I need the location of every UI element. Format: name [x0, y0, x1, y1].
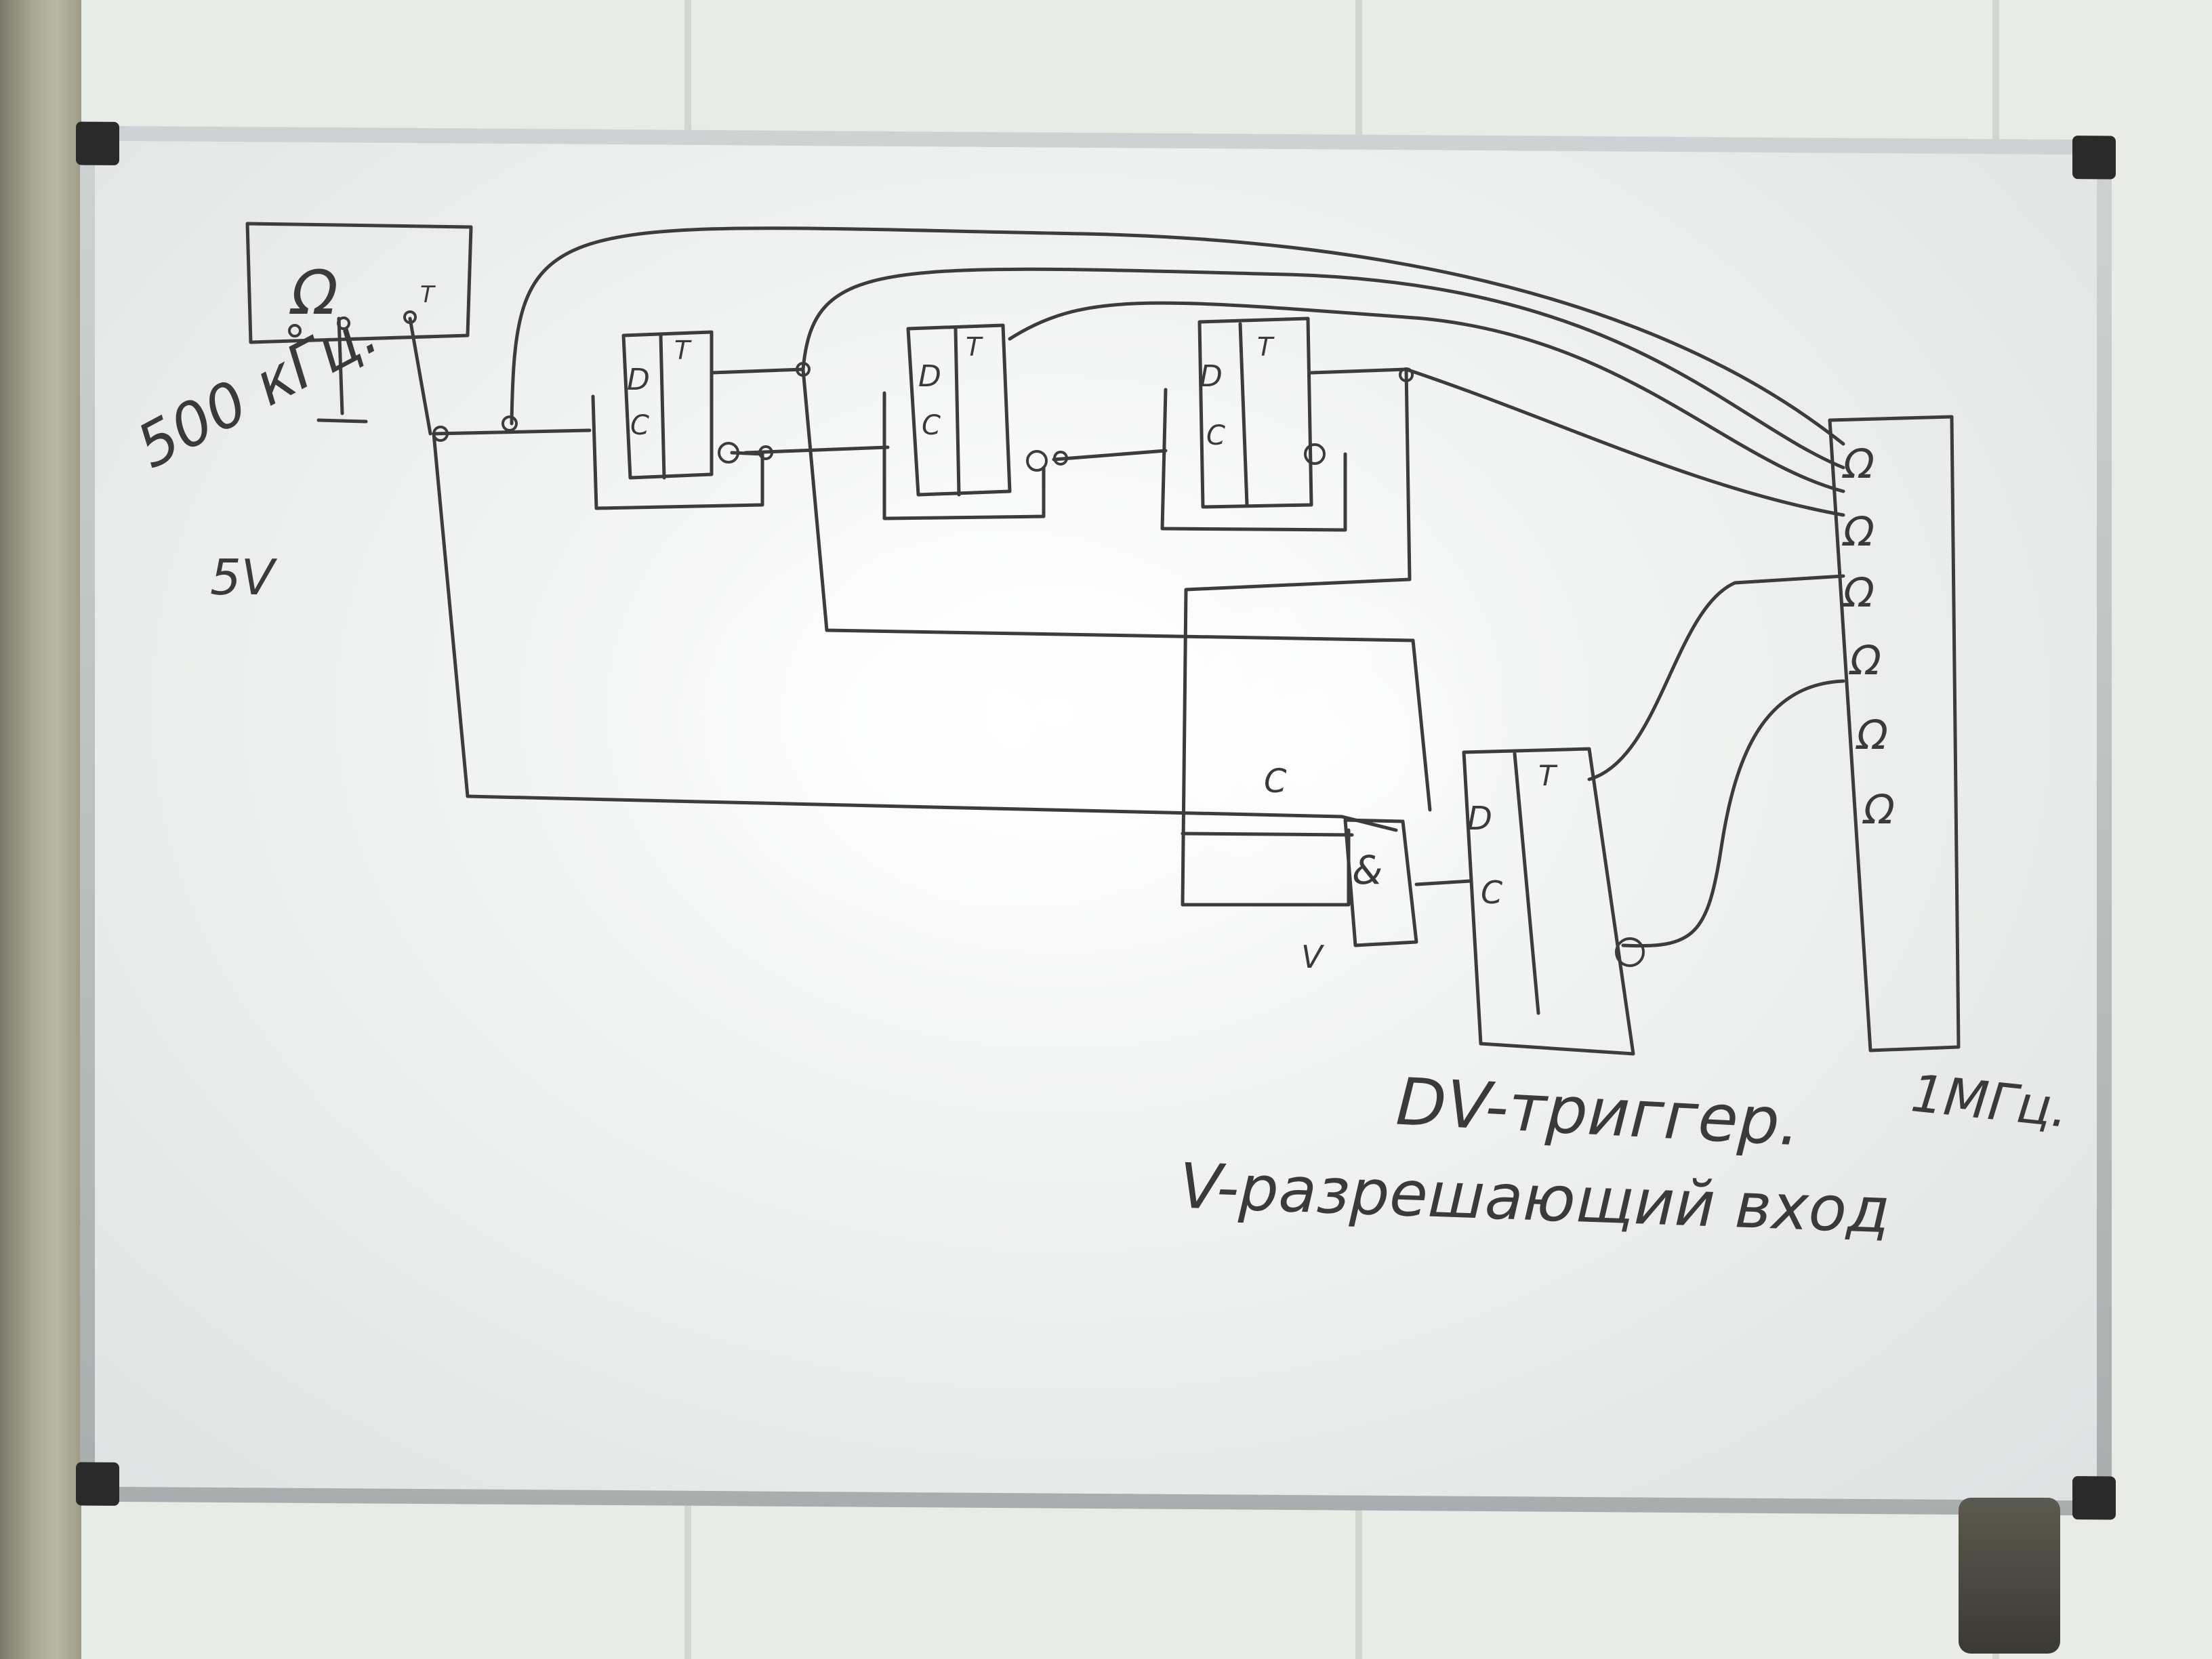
flipflop-1-t-label: T	[674, 335, 691, 365]
dv-trigger-c-label: C	[1481, 874, 1503, 911]
flipflop-1-d-label: D	[627, 363, 650, 397]
scope-channel-symbol: Ω	[1857, 712, 1888, 759]
and-gate-c-label: C	[1264, 762, 1287, 800]
and-gate-box	[1343, 818, 1418, 947]
flipflop-1-box	[621, 330, 714, 480]
generator-box	[245, 222, 473, 344]
dv-trigger-box	[1462, 747, 1635, 1056]
flipflop-2-box	[906, 323, 1012, 497]
flipflop-3-d-label: D	[1200, 359, 1223, 394]
flipflop-3-box	[1197, 316, 1313, 509]
generator-output-label: T	[420, 281, 434, 308]
scope-box	[1828, 415, 1961, 1052]
flipflop-1-c-label: C	[630, 410, 649, 441]
flipflop-2-t-label: T	[966, 332, 982, 362]
flipflop-2-c-label: C	[922, 410, 941, 441]
scope-channel-symbol: Ω	[1864, 786, 1895, 834]
generator-symbol: Ω	[291, 258, 338, 329]
scope-channel-symbol: Ω	[1843, 441, 1875, 488]
dv-trigger-t-label: T	[1538, 759, 1556, 792]
dv-trigger-d-label: D	[1467, 800, 1492, 838]
flipflop-2-d-label: D	[918, 359, 941, 394]
marker-tray-clip	[1959, 1498, 2060, 1654]
scope-channel-symbol: Ω	[1850, 637, 1881, 684]
and-gate-symbol: &	[1352, 847, 1383, 893]
wall-post	[0, 0, 81, 1659]
scope-channel-symbol: Ω	[1843, 508, 1875, 556]
and-gate-v-label: V	[1301, 939, 1323, 975]
scope-channel-symbol: Ω	[1843, 569, 1875, 617]
flipflop-3-c-label: C	[1206, 420, 1225, 451]
generator-output-wire	[408, 316, 432, 436]
clock-line	[432, 428, 592, 436]
ground-wire	[316, 316, 368, 424]
generator-voltage-label: 5V	[210, 549, 275, 606]
flipflop-3-t-label: T	[1257, 332, 1273, 362]
enable-line	[432, 432, 1398, 832]
